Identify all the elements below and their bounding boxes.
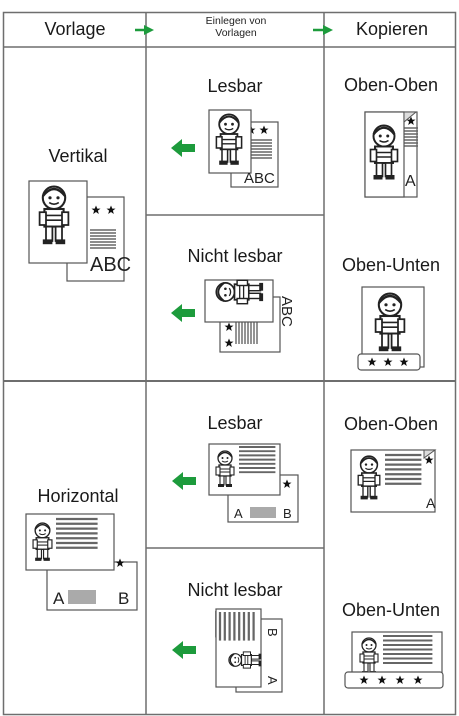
copy-mode-label: Oben-Oben [343,414,439,434]
orientation-label: Horizontal [37,486,119,506]
copy-mode-label: Oben-Oben [343,75,439,95]
doc-text-a: A [265,676,280,685]
horizontal-top-bottom-copy-icon [344,631,444,689]
copy-mode-label: Oben-Unten [341,600,441,620]
doc-text-a: A [234,506,243,521]
vertical-original-document-icon [28,180,125,282]
doc-text-a: A [426,495,436,511]
header-arrow-icon [135,25,154,35]
horizontal-unreadable-loading-icon [215,608,283,693]
loading-label: Nicht lesbar [187,580,283,600]
header-original: Vorlage [44,19,106,39]
vertical-readable-loading-icon [208,109,279,188]
horizontal-original-document-icon [25,513,138,611]
horizontal-readable-loading-icon [208,443,299,523]
arrow-left-icon [171,304,195,322]
horizontal-top-top-copy-icon [350,449,437,513]
vertical-top-bottom-copy-icon [357,286,425,371]
loading-label: Lesbar [207,413,263,433]
vertical-unreadable-loading-icon [204,279,281,353]
arrow-left-icon [171,139,195,157]
doc-text-a: A [405,173,416,190]
header-loading-line1: Einlegen von [205,15,267,27]
arrow-left-icon [172,641,196,659]
header-copy: Kopieren [355,19,429,39]
header-loading-line2: Vorlagen [215,27,257,39]
doc-text-b: B [118,589,129,608]
orientation-label: Vertikal [48,146,108,166]
doc-text-abc: ABC [90,254,131,276]
loading-label: Nicht lesbar [187,246,283,266]
doc-text-abc: ABC [244,170,275,187]
doc-text-b: B [265,628,280,637]
doc-text-b: B [283,506,292,521]
header-arrow-icon [313,25,333,35]
loading-label: Lesbar [207,76,263,96]
doc-text-abc: ABC [278,296,295,327]
copy-mode-label: Oben-Unten [341,255,441,275]
vertical-top-top-copy-icon [364,111,419,198]
arrow-left-icon [172,472,196,490]
grid-lines [2,11,457,716]
doc-text-a: A [53,589,65,608]
header-loading: Einlegen von Vorlagen [206,15,267,39]
